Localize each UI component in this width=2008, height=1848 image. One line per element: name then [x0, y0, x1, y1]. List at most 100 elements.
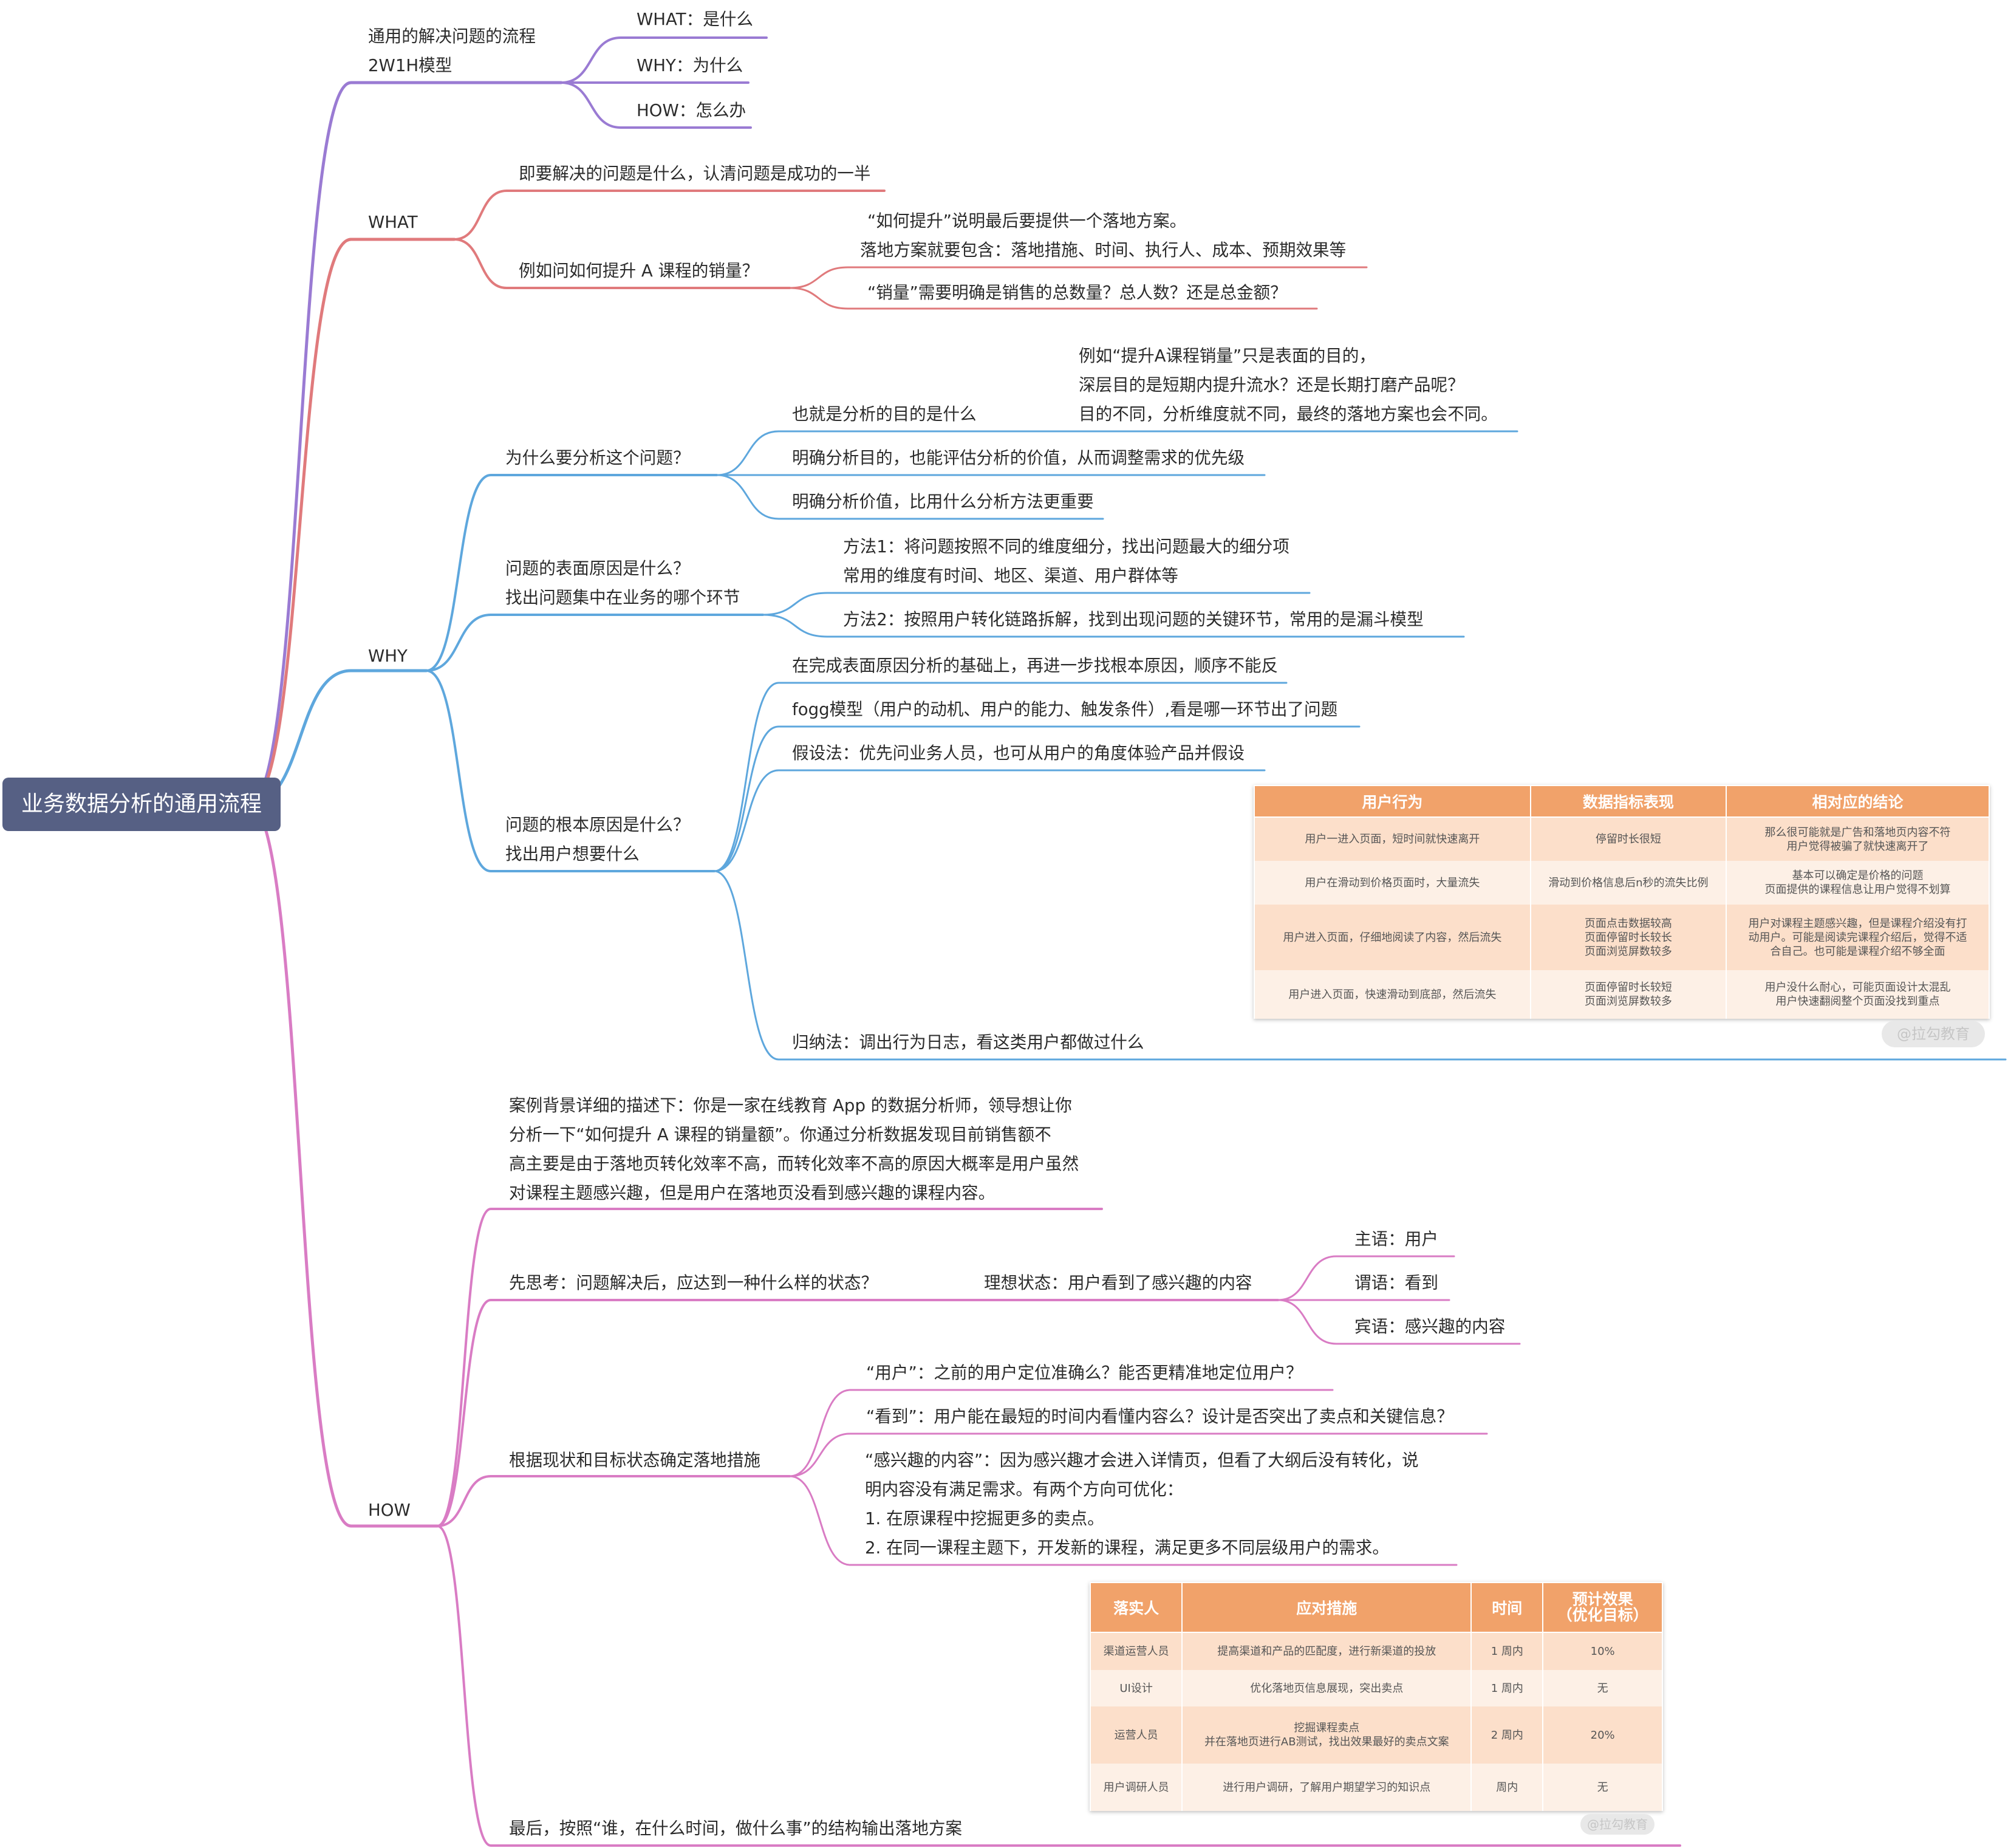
- plan-row: UI设计 优化落地页信息展现，突出卖点 1 周内 无: [1089, 1670, 1663, 1706]
- connector: [247, 803, 439, 1528]
- connector: [788, 266, 1368, 289]
- model-why-node[interactable]: WHY：为什么: [637, 55, 743, 75]
- how-measure-interest-line2[interactable]: 明内容没有满足需求。有两个方向可优化：: [865, 1479, 1184, 1499]
- how-subject[interactable]: 主语：用户: [1354, 1229, 1438, 1249]
- why-q3a[interactable]: 在完成表面原因分析的基础上，再进一步找根本原因，顺序不能反: [792, 655, 1279, 676]
- connector: [788, 1432, 1488, 1477]
- connector: [425, 614, 764, 672]
- why-q2-line1[interactable]: 问题的表面原因是什么？: [505, 558, 690, 578]
- how-ideal-state[interactable]: 理想状态：用户看到了感兴趣的内容: [984, 1273, 1252, 1293]
- how-measure-user[interactable]: “用户”：之前的用户定位准确么？能否更精准地定位用户？: [866, 1363, 1303, 1383]
- connector: [247, 238, 456, 806]
- how-background-line3[interactable]: 高主要是由于落地页转化效率不高，而转化效率不高的原因大概率是用户虽然: [509, 1154, 1079, 1174]
- behavior-cell: 用户没什么耐心，可能页面设计太混乱用户快速翻阅整个页面没找到重点: [1725, 970, 1990, 1019]
- behavior-cell: 页面点击数据较高页面停留时长较长页面浏览屏数较多: [1529, 905, 1727, 970]
- model-what-node[interactable]: WHAT：是什么: [637, 9, 753, 29]
- behavior-cell: 基本可以确定是价格的问题页面提供的课程信息让用户觉得不划算: [1725, 861, 1990, 905]
- root-node[interactable]: 业务数据分析的通用流程: [2, 778, 281, 831]
- connector: [247, 81, 563, 806]
- why-q1a-note-2[interactable]: 深层目的是短期内提升流水？还是长期打磨产品呢？: [1079, 375, 1464, 395]
- behavior-cell: 用户进入页面，仔细地阅读了内容，然后流失: [1254, 905, 1531, 970]
- plan-cell: 提高渠道和产品的匹配度，进行新渠道的投放: [1181, 1632, 1472, 1670]
- how-predicate[interactable]: 谓语：看到: [1354, 1273, 1438, 1293]
- connector: [436, 1475, 791, 1527]
- why-q1a-note-3[interactable]: 目的不同，分析维度就不同，最终的落地方案也会不同。: [1079, 404, 1498, 424]
- why-q2-line2[interactable]: 找出问题集中在业务的哪个环节: [505, 587, 740, 607]
- plan-cell: 优化落地页信息展现，突出卖点: [1181, 1670, 1472, 1706]
- connector: [453, 238, 791, 289]
- connector: [560, 81, 752, 129]
- why-q1a-note-1[interactable]: 例如“提升A课程销量”只是表面的目的，: [1079, 346, 1376, 366]
- model-how-node[interactable]: HOW：怎么办: [637, 100, 746, 120]
- why-q3-line2[interactable]: 找出用户想要什么: [505, 844, 640, 864]
- behavior-row: 用户在滑动到价格页面时，大量流失 滑动到价格信息后n秒的流失比例 基本可以确定是…: [1254, 861, 1990, 905]
- plan-cell: 2 周内: [1470, 1706, 1544, 1764]
- plan-cell: 1 周内: [1470, 1632, 1544, 1670]
- how-think-node[interactable]: 先思考：问题解决后，应达到一种什么样的状态？: [509, 1273, 878, 1293]
- what-child-1[interactable]: 即要解决的问题是什么，认清问题是成功的一半: [519, 163, 871, 183]
- why-q1a[interactable]: 也就是分析的目的是什么: [792, 404, 977, 424]
- behavior-cell: 用户在滑动到价格页面时，大量流失: [1254, 861, 1531, 905]
- what-child-2c[interactable]: “销量”需要明确是销售的总数量？总人数？还是总金额？: [867, 282, 1287, 303]
- what-node[interactable]: WHAT: [368, 212, 418, 232]
- how-background-line4[interactable]: 对课程主题感兴趣，但是用户在落地页没看到感兴趣的课程内容。: [509, 1183, 995, 1203]
- how-node[interactable]: HOW: [368, 1500, 411, 1520]
- plan-cell: UI设计: [1089, 1670, 1183, 1706]
- plan-cell: 用户调研人员: [1089, 1764, 1183, 1811]
- behavior-cell: 滑动到价格信息后n秒的流失比例: [1529, 861, 1727, 905]
- connector: [453, 190, 886, 241]
- how-background-line2[interactable]: 分析一下“如何提升 A 课程的销量额”。你通过分析数据发现目前销售额不: [509, 1124, 1051, 1145]
- how-measure-interest-line3[interactable]: 1. 在原课程中挖掘更多的卖点。: [865, 1508, 1104, 1528]
- plan-row: 运营人员 挖掘课程卖点并在落地页进行AB测试，找出效果最好的卖点文案 2 周内 …: [1089, 1706, 1663, 1764]
- why-q2a-line2[interactable]: 常用的维度有时间、地区、渠道、用户群体等: [843, 566, 1178, 586]
- model-title-line2[interactable]: 2W1H模型: [368, 55, 452, 75]
- behavior-table-watermark: @拉勾教育: [1882, 1021, 1985, 1047]
- connector: [762, 592, 1311, 616]
- connector: [1277, 1299, 1521, 1345]
- model-title-line1[interactable]: 通用的解决问题的流程: [368, 26, 536, 46]
- connector: [788, 1475, 1458, 1566]
- why-q1-node[interactable]: 为什么要分析这个问题？: [505, 448, 690, 468]
- behavior-cell: 用户对课程主题感兴趣，但是课程介绍没有打动用户。可能是阅读完课程介绍后，觉得不适…: [1725, 905, 1990, 970]
- why-q3d[interactable]: 归纳法：调出行为日志，看这类用户都做过什么: [792, 1032, 1144, 1052]
- how-measure-interest-line4[interactable]: 2. 在同一课程主题下，开发新的课程，满足更多不同层级用户的需求。: [865, 1538, 1389, 1558]
- why-q1c[interactable]: 明确分析价值，比用什么分析方法更重要: [792, 491, 1094, 512]
- connector: [436, 1525, 1681, 1847]
- why-q3c[interactable]: 假设法：优先问业务人员，也可从用户的角度体验产品并假设: [792, 743, 1245, 763]
- behavior-cell: 停留时长很短: [1529, 817, 1727, 861]
- how-object[interactable]: 宾语：感兴趣的内容: [1354, 1316, 1506, 1336]
- connector: [713, 769, 1266, 872]
- plan-cell: 无: [1542, 1670, 1663, 1706]
- behavior-header-3: 相对应的结论: [1725, 785, 1990, 818]
- connector: [713, 725, 1361, 872]
- how-measures-node[interactable]: 根据现状和目标状态确定落地措施: [509, 1450, 760, 1470]
- why-q2a-line1[interactable]: 方法1：将问题按照不同的维度细分，找出问题最大的细分项: [843, 536, 1289, 556]
- why-q3-line1[interactable]: 问题的根本原因是什么？: [505, 815, 690, 835]
- why-q1b[interactable]: 明确分析目的，也能评估分析的价值，从而调整需求的优先级: [792, 448, 1245, 468]
- behavior-header-1: 用户行为: [1254, 785, 1531, 818]
- why-q2b[interactable]: 方法2：按照用户转化链路拆解，找到出现问题的关键环节，常用的是漏斗模型: [843, 609, 1424, 629]
- behavior-cell: 页面停留时长较短页面浏览屏数较多: [1529, 970, 1727, 1019]
- connector: [715, 474, 1104, 520]
- plan-row: 渠道运营人员 提高渠道和产品的匹配度，进行新渠道的投放 1 周内 10%: [1089, 1632, 1663, 1670]
- plan-header-2: 应对措施: [1181, 1582, 1472, 1633]
- how-measure-see[interactable]: “看到”：用户能在最短的时间内看懂内容么？设计是否突出了卖点和关键信息？: [866, 1406, 1453, 1426]
- behavior-row: 用户进入页面，快速滑动到底部，然后流失 页面停留时长较短页面浏览屏数较多 用户没…: [1254, 970, 1990, 1019]
- plan-cell: 无: [1542, 1764, 1663, 1811]
- what-child-2b[interactable]: 落地方案就要包含：落地措施、时间、执行人、成本、预期效果等: [860, 240, 1347, 260]
- behavior-cell: 用户一进入页面，短时间就快速离开: [1254, 817, 1531, 861]
- how-background-line1[interactable]: 案例背景详细的描述下：你是一家在线教育 App 的数据分析师，领导想让你: [509, 1095, 1072, 1115]
- plan-cell: 挖掘课程卖点并在落地页进行AB测试，找出效果最好的卖点文案: [1181, 1706, 1472, 1764]
- why-node[interactable]: WHY: [368, 646, 408, 666]
- behavior-row: 用户一进入页面，短时间就快速离开 停留时长很短 那么很可能就是广告和落地页内容不…: [1254, 817, 1990, 861]
- plan-header-4: 预计效果（优化目标）: [1542, 1582, 1663, 1633]
- what-child-2a[interactable]: “如何提升”说明最后要提供一个落地方案。: [867, 211, 1187, 231]
- what-child-2[interactable]: 例如问如何提升 A 课程的销量？: [519, 261, 759, 281]
- how-final-node[interactable]: 最后，按照“谁，在什么时间，做什么事”的结构输出落地方案: [509, 1818, 963, 1838]
- why-q3b[interactable]: fogg模型（用户的动机、用户的能力、触发条件）,看是哪一环节出了问题: [792, 699, 1338, 719]
- plan-cell: 渠道运营人员: [1089, 1632, 1183, 1670]
- how-measure-interest-line1[interactable]: “感兴趣的内容”：因为感兴趣才会进入详情页，但看了大纲后没有转化，说: [865, 1450, 1419, 1470]
- plan-table: 落实人 应对措施 时间 预计效果（优化目标） 渠道运营人员 提高渠道和产品的匹配…: [1089, 1582, 1663, 1811]
